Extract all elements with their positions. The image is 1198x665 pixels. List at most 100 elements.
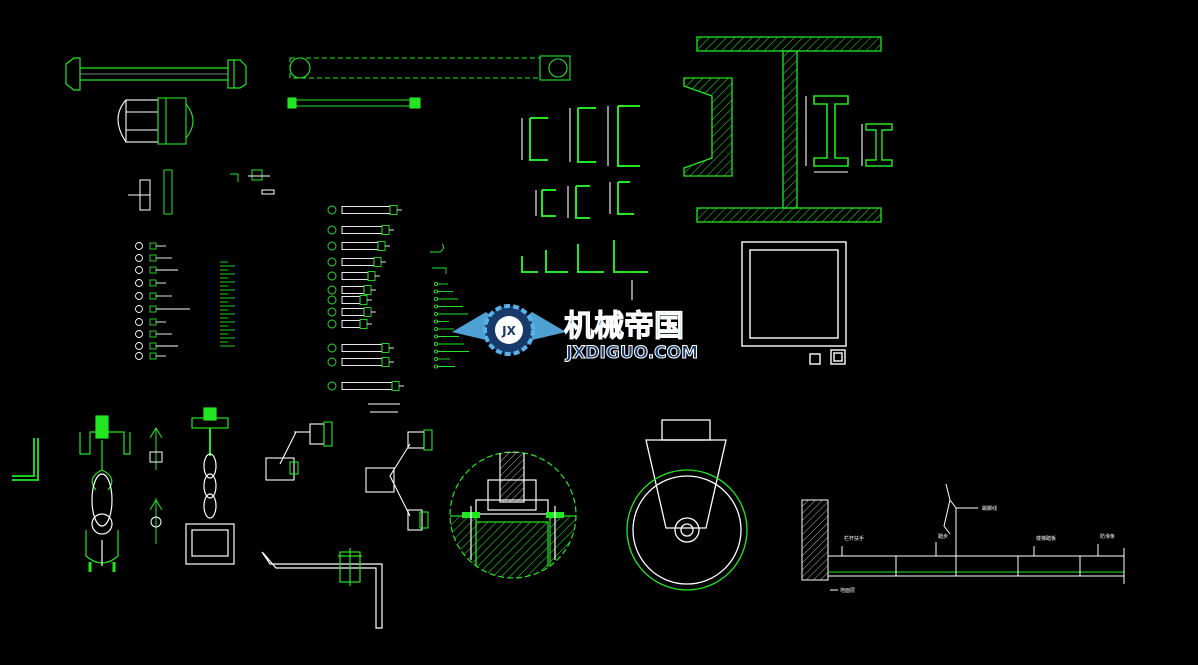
- bolt-end-icon: [327, 381, 337, 391]
- bolt-head: [363, 285, 372, 295]
- h-beam-section: [683, 36, 882, 223]
- fastener-nut-icon: [149, 254, 157, 262]
- angle-bottom-left: [12, 438, 39, 481]
- fastener-head-icon: [135, 352, 143, 360]
- angle-bracket-bolted: [261, 548, 383, 629]
- bolt-head: [391, 381, 400, 391]
- fastener-head-icon: [135, 342, 143, 350]
- fastener-head-icon: [135, 266, 143, 274]
- bolt-shank: [341, 226, 383, 234]
- bolt-head: [381, 357, 390, 367]
- fastener-head-icon: [135, 242, 143, 250]
- nail-head-icon: [433, 296, 439, 302]
- fastener-head-icon: [135, 305, 143, 313]
- stair-label-4: 防滑条: [1100, 533, 1115, 540]
- stair-tread-section: [801, 483, 1125, 591]
- watermark: JX 机械帝国 JXDIGUO.COM: [452, 304, 699, 364]
- stair-label-3: 楼梯踏板: [1036, 535, 1056, 542]
- hook-nail-icon: [432, 267, 447, 274]
- bolt-head: [359, 295, 368, 305]
- angle-sections: [521, 240, 648, 300]
- crane-hook-assembly: [79, 415, 131, 572]
- logo-letter: JX: [501, 324, 516, 338]
- fastener-nut-icon: [149, 242, 157, 250]
- caster-wheel: [626, 419, 748, 591]
- bolt-shank: [341, 358, 383, 366]
- shackle-small: [149, 427, 163, 544]
- fastener-nut-icon: [149, 330, 157, 338]
- bolt-shank: [341, 206, 391, 214]
- hook-nail-icon: [430, 243, 445, 253]
- bolt-end-icon: [327, 357, 337, 367]
- nail-head-icon: [433, 349, 439, 354]
- bolt-end-icon: [327, 205, 337, 215]
- bolt-head: [363, 307, 372, 317]
- small-i-beams: [805, 95, 893, 173]
- bolt-nut-section: [117, 97, 194, 145]
- fastener-nut-icon: [149, 279, 157, 287]
- bearing-detail-circle: [449, 451, 577, 579]
- fastener-nut-icon: [149, 266, 157, 274]
- bolt-end-icon: [327, 295, 337, 305]
- bolt-end-icon: [327, 307, 337, 317]
- bolt-shank: [341, 344, 383, 352]
- nail-head-icon: [433, 281, 439, 287]
- long-bolt-elevation: [65, 57, 247, 91]
- bolt-shank: [341, 272, 369, 280]
- swing-arm-fixture: [265, 421, 433, 531]
- bolt-shank: [341, 382, 393, 390]
- fastener-nut-icon: [149, 318, 157, 326]
- nail-head-icon: [433, 334, 439, 339]
- nail-catalog-column: [430, 243, 469, 369]
- fastener-head-icon: [135, 292, 143, 300]
- bolt-shank: [341, 286, 365, 294]
- bolt-catalog-column: [327, 205, 404, 413]
- chain-hoist: [185, 407, 235, 565]
- bolt-head: [367, 271, 376, 281]
- watermark-chinese: 机械帝国: [564, 309, 684, 344]
- fastener-head-icon: [135, 254, 143, 262]
- bolt-head: [381, 343, 390, 353]
- bolt-end-icon: [327, 257, 337, 267]
- bolt-end-icon: [327, 319, 337, 329]
- nail-head-icon: [433, 341, 439, 347]
- bolt-end-icon: [327, 285, 337, 295]
- watermark-domain: JXDIGUO.COM: [565, 343, 698, 363]
- channel-sections: [521, 105, 640, 219]
- nail-head-icon: [433, 364, 439, 369]
- stair-label-2: 踏步: [938, 533, 948, 540]
- fastener-nut-icon: [149, 352, 157, 360]
- nail-head-icon: [433, 304, 439, 309]
- stair-label-6: 地面层: [840, 587, 855, 594]
- stair-labels: 栏杆扶手 踏步 楼梯踏板 防滑条 踢脚线 地面层: [840, 505, 1115, 594]
- fastener-head-icon: [135, 279, 143, 287]
- bolt-head: [359, 319, 368, 329]
- bolt-shank: [341, 296, 361, 304]
- bolt-end-icon: [327, 225, 337, 235]
- fastener-nut-icon: [149, 292, 157, 300]
- nail-head-icon: [433, 356, 439, 362]
- square-tube-section: [741, 241, 847, 365]
- nail-head-icon: [433, 319, 439, 324]
- bolt-head: [373, 257, 382, 267]
- small-fasteners: [128, 169, 275, 215]
- nail-head-icon: [433, 289, 439, 294]
- nail-head-icon: [433, 326, 439, 332]
- bolt-shank: [341, 308, 365, 316]
- bolt-shank: [341, 258, 375, 266]
- bolt-head: [381, 225, 390, 235]
- tie-rod-elevation: [287, 55, 571, 109]
- stair-label-1: 栏杆扶手: [844, 535, 864, 542]
- bolt-head: [389, 205, 398, 215]
- bolt-shank: [341, 320, 361, 328]
- bolt-end-icon: [327, 343, 337, 353]
- fastener-head-icon: [135, 318, 143, 326]
- fastener-head-icon: [135, 330, 143, 338]
- bolt-head: [377, 241, 386, 251]
- fastener-list-column-2: [220, 261, 235, 347]
- bolt-end-icon: [327, 271, 337, 281]
- stair-label-5: 踢脚线: [982, 505, 997, 512]
- nail-head-icon: [433, 311, 439, 317]
